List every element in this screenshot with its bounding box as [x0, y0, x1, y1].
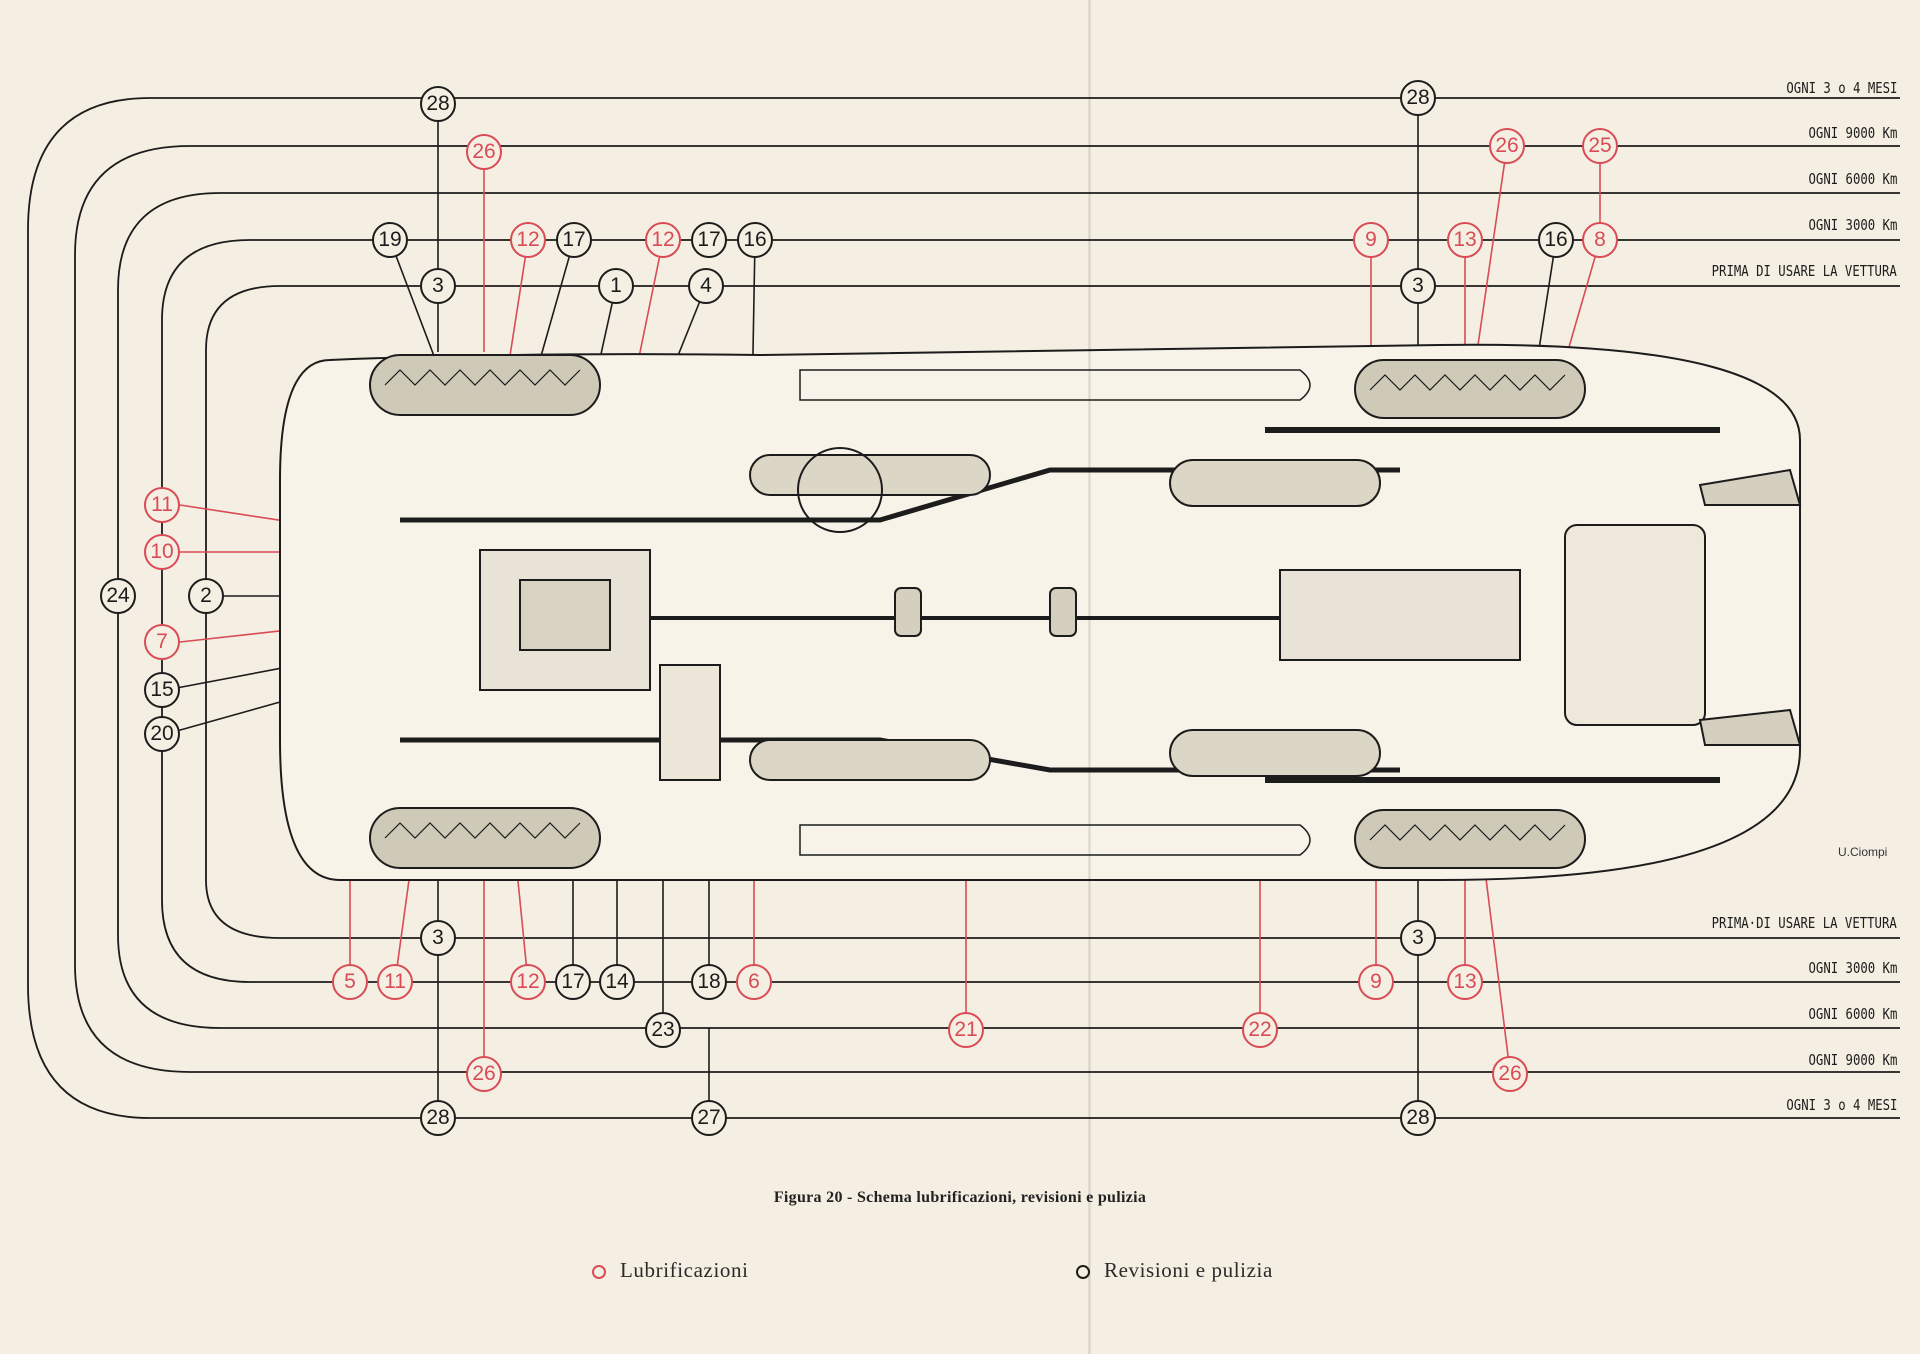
marker-26: 26 [1492, 1056, 1528, 1092]
marker-24: 24 [100, 578, 136, 614]
marker-17: 17 [691, 222, 727, 258]
car-chassis-drawing [279, 343, 1802, 881]
marker-16: 16 [737, 222, 773, 258]
marker-18: 18 [691, 964, 727, 1000]
page-fold [1088, 0, 1091, 1354]
interval-line-prima [205, 285, 1900, 939]
marker-19: 19 [372, 222, 408, 258]
interval-label-bottom: OGNI 3000 Km [1808, 959, 1897, 977]
marker-28: 28 [420, 1100, 456, 1136]
marker-11: 11 [144, 487, 180, 523]
marker-7: 7 [144, 624, 180, 660]
marker-25: 25 [1582, 128, 1618, 164]
marker-21: 21 [948, 1012, 984, 1048]
interval-line-3o4mesi [27, 97, 1900, 1119]
marker-8: 8 [1582, 222, 1618, 258]
marker-23: 23 [645, 1012, 681, 1048]
marker-5: 5 [332, 964, 368, 1000]
black-circle-icon [1076, 1265, 1090, 1280]
legend-lubrication-label: Lubrificazioni [620, 1258, 749, 1282]
marker-12: 12 [510, 964, 546, 1000]
interval-label-top: OGNI 6000 Km [1808, 170, 1897, 188]
marker-12: 12 [645, 222, 681, 258]
interval-label-top: PRIMA DI USARE LA VETTURA [1711, 262, 1897, 280]
marker-2: 2 [188, 578, 224, 614]
marker-17: 17 [555, 964, 591, 1000]
marker-17: 17 [556, 222, 592, 258]
marker-3: 3 [1400, 268, 1436, 304]
marker-3: 3 [420, 268, 456, 304]
marker-10: 10 [144, 534, 180, 570]
marker-12: 12 [510, 222, 546, 258]
marker-9: 9 [1358, 964, 1394, 1000]
marker-3: 3 [420, 920, 456, 956]
marker-11: 11 [377, 964, 413, 1000]
marker-1: 1 [598, 268, 634, 304]
marker-6: 6 [736, 964, 772, 1000]
interval-line-3000 [161, 239, 1900, 983]
figure-caption: Figura 20 - Schema lubrificazioni, revis… [773, 1189, 1147, 1206]
marker-15: 15 [144, 672, 180, 708]
interval-label-bottom: OGNI 9000 Km [1808, 1051, 1897, 1069]
interval-label-top: OGNI 3000 Km [1808, 216, 1897, 234]
marker-27: 27 [691, 1100, 727, 1136]
interval-label-bottom: OGNI 6000 Km [1808, 1005, 1897, 1023]
marker-14: 14 [599, 964, 635, 1000]
marker-26: 26 [466, 134, 502, 170]
interval-label-top: OGNI 3 o 4 MESI [1785, 79, 1897, 97]
interval-line-9000 [74, 145, 1900, 1073]
marker-9: 9 [1353, 222, 1389, 258]
red-circle-icon [592, 1265, 606, 1280]
artist-signature: U.Ciompi [1838, 845, 1888, 859]
marker-28: 28 [1400, 1100, 1436, 1136]
marker-22: 22 [1242, 1012, 1278, 1048]
interval-label-bottom: OGNI 3 o 4 MESI [1785, 1096, 1897, 1114]
interval-label-bottom: PRIMA·DI USARE LA VETTURA [1711, 914, 1897, 932]
legend-revision: Revisioni e pulizia [1076, 1255, 1273, 1285]
marker-20: 20 [144, 716, 180, 752]
marker-3: 3 [1400, 920, 1436, 956]
marker-26: 26 [1489, 128, 1525, 164]
interval-label-top: OGNI 9000 Km [1808, 124, 1897, 142]
legend-revision-label: Revisioni e pulizia [1104, 1258, 1273, 1282]
marker-13: 13 [1447, 222, 1483, 258]
marker-4: 4 [688, 268, 724, 304]
marker-13: 13 [1447, 964, 1483, 1000]
marker-28: 28 [1400, 80, 1436, 116]
marker-16: 16 [1538, 222, 1574, 258]
marker-26: 26 [466, 1056, 502, 1092]
marker-28: 28 [420, 86, 456, 122]
legend-lubrication: Lubrificazioni [592, 1255, 749, 1285]
